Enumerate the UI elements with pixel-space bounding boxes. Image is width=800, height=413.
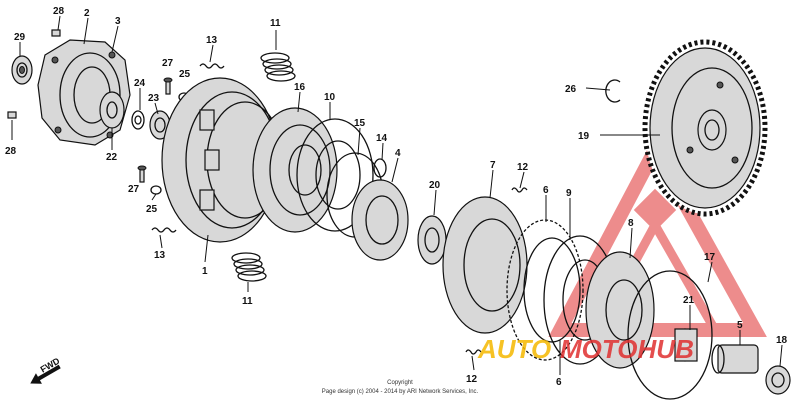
callout-11-upper: 11: [270, 18, 281, 29]
part-wire-ring: [627, 270, 713, 400]
callout-29: 29: [14, 32, 26, 43]
part-spring-large-lower: [231, 252, 267, 282]
part-ratchet: [351, 179, 409, 261]
part-collar-20: [417, 215, 447, 265]
svg-text:Page design (c) 2004 - 2014 by: Page design (c) 2004 - 2014 by ARI Netwo…: [322, 389, 479, 395]
callout-20: 20: [429, 180, 441, 191]
forward-arrow: FWD: [30, 355, 62, 384]
callout-22: 22: [106, 152, 118, 163]
part-dowel-left: [7, 111, 17, 119]
callout-27-upper: 27: [162, 58, 174, 69]
callout-5: 5: [737, 320, 743, 331]
callout-4: 4: [395, 148, 401, 159]
part-drive-plate: [296, 118, 374, 232]
part-washer: [131, 110, 145, 130]
callout-25-upper: 25: [179, 69, 191, 80]
callout-19: 19: [578, 131, 590, 142]
part-clutch-plate: [442, 196, 528, 334]
copyright-notice: Copyright Page design (c) 2004 - 2014 by…: [322, 380, 479, 395]
callout-26: 26: [565, 84, 577, 95]
part-spring-small-lower: [151, 227, 177, 233]
svg-text:Copyright: Copyright: [387, 380, 413, 386]
callout-6-lower: 6: [556, 377, 562, 388]
part-spring-clip: [373, 158, 387, 178]
leader-lines: [11, 15, 783, 375]
part-spring-large-upper: [260, 52, 296, 82]
part-needle-bearing: [674, 328, 698, 362]
callout-28-left: 28: [5, 146, 17, 157]
callout-12-upper: 12: [517, 162, 529, 173]
callout-6-upper: 6: [543, 185, 549, 196]
watermark-text: AUTO MOTOHUB: [477, 334, 694, 364]
callout-2: 2: [84, 8, 90, 19]
callout-27-lower: 27: [128, 184, 140, 195]
callout-17: 17: [704, 252, 716, 263]
part-pressure-plate: [585, 251, 655, 369]
part-seal: [765, 365, 791, 395]
part-friction-disc: [506, 219, 584, 361]
part-circlip: [605, 79, 621, 103]
callout-25-lower: 25: [146, 204, 158, 215]
svg-text:MOTOHUB: MOTOHUB: [560, 334, 694, 364]
part-spring-12-upper: [511, 187, 528, 193]
callout-labels: 29 28 2 3 24 23 27 25 28 22 27 25 13 13 …: [5, 6, 788, 388]
part-small-gear: [99, 91, 125, 129]
callout-7: 7: [490, 160, 496, 171]
callout-28-top: 28: [53, 6, 65, 17]
callout-10: 10: [324, 92, 336, 103]
callout-1: 1: [202, 266, 208, 277]
callout-24: 24: [134, 78, 146, 89]
callout-9: 9: [566, 188, 572, 199]
part-bolt-lower: [137, 165, 147, 183]
callout-15: 15: [354, 118, 366, 129]
callout-8: 8: [628, 218, 634, 229]
callout-16: 16: [294, 82, 306, 93]
part-bolt-upper: [163, 77, 173, 95]
part-spring-12-lower: [465, 349, 482, 355]
callout-14: 14: [376, 133, 388, 144]
callout-11-lower: 11: [242, 296, 253, 307]
part-clutch-center: [252, 107, 338, 233]
callout-18: 18: [776, 335, 788, 346]
callout-21: 21: [683, 295, 695, 306]
part-dowel-top: [51, 29, 61, 37]
svg-text:AUTO: AUTO: [477, 334, 551, 364]
callout-23: 23: [148, 93, 160, 104]
callout-12-lower: 12: [466, 374, 478, 385]
callout-13-lower: 13: [154, 250, 166, 261]
part-washer-lower: [150, 185, 162, 195]
callout-13-upper: 13: [206, 35, 218, 46]
callout-3: 3: [115, 16, 121, 27]
part-primary-driven-gear: [642, 39, 768, 217]
part-bushing: [711, 344, 759, 374]
part-bearing: [11, 55, 33, 85]
part-spring-small-upper: [199, 63, 225, 69]
